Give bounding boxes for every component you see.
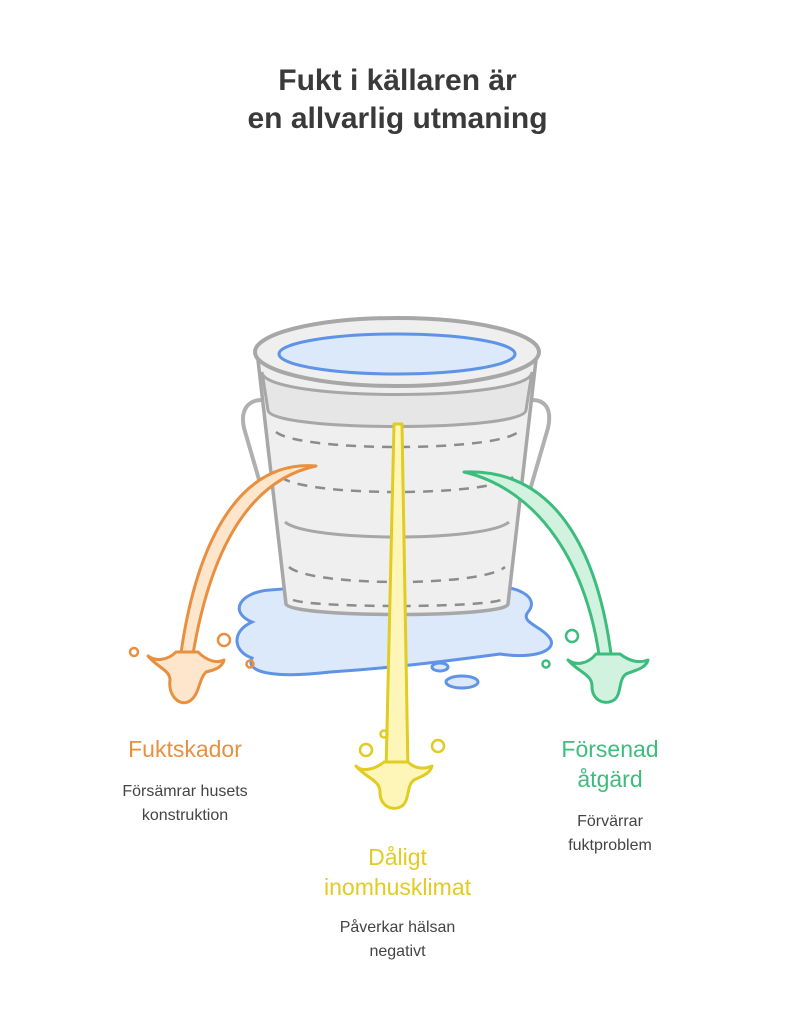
desc-daligt-line-1: Påverkar hälsan <box>339 919 456 936</box>
yellow-splash-icon <box>354 422 446 810</box>
desc-forsenad-atgard: Förvärrar fuktproblem <box>485 810 735 858</box>
label-daligt-line-1: Dåligt <box>368 844 427 870</box>
label-forsenad-line-2: åtgärd <box>577 766 643 792</box>
bucket-handle <box>241 398 552 492</box>
label-forsenad-line-1: Försenad <box>561 736 659 762</box>
label-daligt-line-2: inomhusklimat <box>324 874 471 900</box>
label-daligt-inomhusklimat: Dåligt inomhusklimat <box>260 842 535 902</box>
page-title: Fukt i källaren är en allvarlig utmaning <box>0 62 795 138</box>
desc-daligt-line-2: negativt <box>369 943 426 960</box>
label-fuktskador: Fuktskador <box>60 734 310 764</box>
green-splash-icon <box>462 470 650 704</box>
label-forsenad-atgard: Försenad åtgärd <box>485 734 735 794</box>
desc-forsenad-line-2: fuktproblem <box>568 837 652 854</box>
desc-fuktskador-line-2: konstruktion <box>141 807 229 824</box>
title-line-1: Fukt i källaren är <box>278 64 517 97</box>
title-line-2: en allvarlig utmaning <box>247 102 548 135</box>
desc-fuktskador-line-1: Försämrar husets <box>122 783 248 800</box>
desc-daligt-inomhusklimat: Påverkar hälsan negativt <box>260 916 535 964</box>
orange-splash-icon <box>128 464 318 705</box>
desc-forsenad-line-1: Förvärrar <box>577 813 643 830</box>
desc-fuktskador: Försämrar husets konstruktion <box>60 780 310 828</box>
label-fuktskador-text: Fuktskador <box>128 736 242 762</box>
